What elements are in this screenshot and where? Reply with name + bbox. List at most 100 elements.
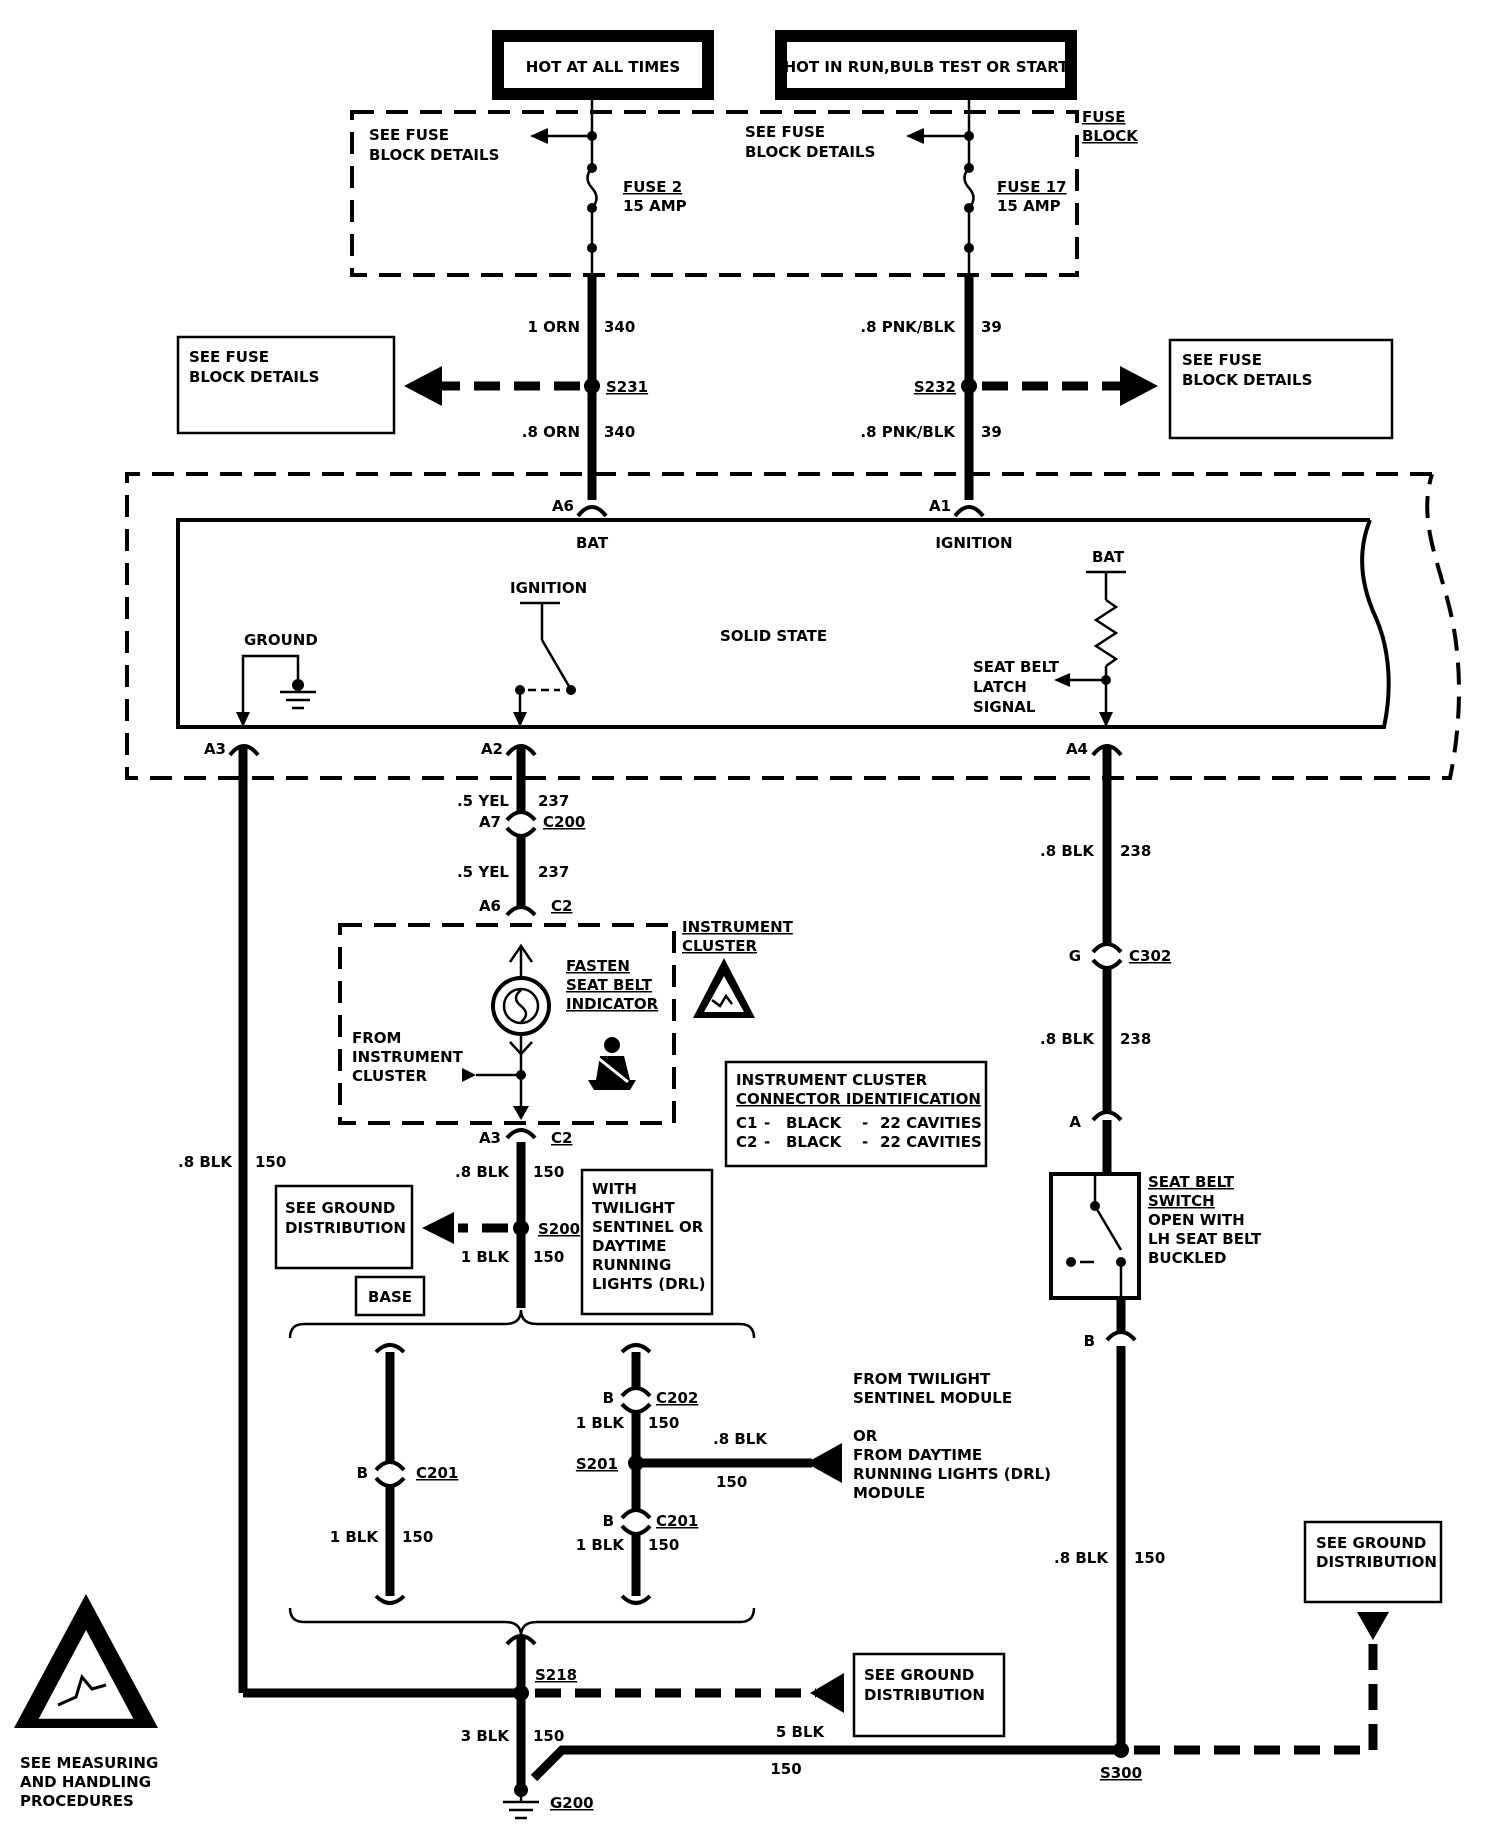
c201a-bot bbox=[374, 1476, 406, 1488]
wire-150-a3-gauge: .8 BLK bbox=[178, 1153, 233, 1171]
fuse-block-see-right-2: BLOCK DETAILS bbox=[745, 143, 875, 161]
wire-150-cluster-upper-circuit: 150 bbox=[533, 1163, 564, 1181]
wire-340-upper-circuit: 340 bbox=[604, 318, 635, 336]
fuse-block-label-2: BLOCK bbox=[1082, 127, 1139, 145]
cluster-indicator-1: FASTEN bbox=[566, 957, 630, 975]
wire-39-upper-circuit: 39 bbox=[981, 318, 1002, 336]
c202-top bbox=[620, 1386, 652, 1398]
cluster-title-2: CLUSTER bbox=[682, 937, 757, 955]
pin-a4: A4 bbox=[1066, 740, 1088, 758]
switch-a-connector bbox=[1091, 1110, 1123, 1122]
module-ignition-label: IGNITION bbox=[935, 534, 1012, 552]
conn-id-title-2: CONNECTOR IDENTIFICATION bbox=[736, 1090, 981, 1108]
splice-s231 bbox=[584, 378, 600, 394]
ground-dist-mid-2: DISTRIBUTION bbox=[864, 1686, 985, 1704]
module-ignition-switch-label: IGNITION bbox=[510, 579, 587, 597]
twilight-4: FROM DAYTIME bbox=[853, 1446, 982, 1464]
twilight-1: FROM TWILIGHT bbox=[853, 1370, 991, 1388]
wire-340-upper-gauge: 1 ORN bbox=[527, 318, 580, 336]
option-drl-box bbox=[580, 1168, 714, 1316]
ground-dist-right-2: DISTRIBUTION bbox=[1316, 1553, 1437, 1571]
conn-id-c2-name: C2 bbox=[736, 1133, 757, 1151]
seat-switch-4: LH SEAT BELT bbox=[1148, 1230, 1262, 1248]
ground-dist-left-2: DISTRIBUTION bbox=[285, 1219, 406, 1237]
pin-a2: A2 bbox=[481, 740, 503, 758]
wire-150-drl-upper-circuit: 150 bbox=[648, 1414, 679, 1432]
wire-150-cluster-upper-gauge: .8 BLK bbox=[455, 1163, 510, 1181]
splice-s232 bbox=[961, 378, 977, 394]
c201b-pin: B bbox=[603, 1512, 614, 1530]
conn-id-title-1: INSTRUMENT CLUSTER bbox=[736, 1071, 928, 1089]
conn-id-c2-color: BLACK bbox=[786, 1133, 843, 1151]
fuse-17 bbox=[906, 100, 975, 275]
splice-s231-label: S231 bbox=[606, 378, 648, 396]
c201b-label: C201 bbox=[656, 1512, 698, 1530]
wire-237-upper-gauge: .5 YEL bbox=[457, 792, 509, 810]
option-with-3: SENTINEL OR bbox=[592, 1218, 704, 1236]
s231-arrow bbox=[404, 366, 442, 406]
module-bat2-label: BAT bbox=[1092, 548, 1125, 566]
wire-150-g200-gauge: 3 BLK bbox=[461, 1727, 511, 1745]
wire-150-base-gauge: 1 BLK bbox=[330, 1528, 380, 1546]
pin-a3: A3 bbox=[204, 740, 226, 758]
splice-s232-label: S232 bbox=[914, 378, 956, 396]
conn-id-c1-cav: 22 CAVITIES bbox=[880, 1114, 982, 1132]
conn-id-c1-name: C1 bbox=[736, 1114, 757, 1132]
connector-a6 bbox=[576, 505, 608, 518]
switch-a-pin: A bbox=[1069, 1113, 1081, 1131]
esd-warning-icon-small bbox=[693, 958, 755, 1018]
module-ignition-switch bbox=[513, 601, 576, 727]
module-latch-3: SIGNAL bbox=[973, 698, 1036, 716]
esd-1: SEE MEASURING bbox=[20, 1754, 158, 1772]
module-latch-2: LATCH bbox=[973, 678, 1027, 696]
twilight-arrow bbox=[806, 1443, 842, 1483]
c202-pin: B bbox=[603, 1389, 614, 1407]
bottom-brace-connector bbox=[505, 1634, 537, 1646]
option-base-label: BASE bbox=[368, 1288, 412, 1306]
cluster-title-1: INSTRUMENT bbox=[682, 918, 794, 936]
connector-a1 bbox=[953, 505, 985, 518]
fuse-block-see-left-2: BLOCK DETAILS bbox=[369, 146, 499, 164]
instrument-cluster-outline bbox=[338, 923, 676, 1125]
s300-arrow bbox=[1357, 1612, 1389, 1640]
see-fuse-box-right-2: BLOCK DETAILS bbox=[1182, 371, 1312, 389]
c201b-bot bbox=[620, 1524, 652, 1536]
conn-id-c1-dash: - bbox=[764, 1114, 770, 1132]
fasten-seat-belt-lamp bbox=[491, 943, 551, 1120]
wire-39-lower-gauge: .8 PNK/BLK bbox=[860, 423, 956, 441]
module-bat-label: BAT bbox=[576, 534, 609, 552]
seat-switch-1: SEAT BELT bbox=[1148, 1173, 1235, 1191]
wire-150-right-circuit: 150 bbox=[1134, 1549, 1165, 1567]
c202-label: C202 bbox=[656, 1389, 698, 1407]
fuse-block-see-right-1: SEE FUSE bbox=[745, 123, 825, 141]
drl-bottom-connector bbox=[620, 1594, 652, 1605]
cluster-from-3: CLUSTER bbox=[352, 1067, 427, 1085]
c201a-label: C201 bbox=[416, 1464, 458, 1482]
splice-s218-label: S218 bbox=[535, 1666, 577, 1684]
wire-twilight-gauge: .8 BLK bbox=[713, 1430, 768, 1448]
splice-s218 bbox=[513, 1685, 529, 1701]
conn-id-c2-dash2: - bbox=[862, 1133, 868, 1151]
wire-238-upper-circuit: 238 bbox=[1120, 842, 1151, 860]
module-latch-1: SEAT BELT bbox=[973, 658, 1060, 676]
conn-id-c2-cav: 22 CAVITIES bbox=[880, 1133, 982, 1151]
wire-237-upper-circuit: 237 bbox=[538, 792, 569, 810]
s232-arrow bbox=[1120, 366, 1158, 406]
splice-s300 bbox=[1113, 1742, 1129, 1758]
fuse-2 bbox=[530, 100, 598, 275]
wire-150-drl-lower-circuit: 150 bbox=[648, 1536, 679, 1554]
seat-switch-3: OPEN WITH bbox=[1148, 1211, 1245, 1229]
wire-150-a3-circuit: 150 bbox=[255, 1153, 286, 1171]
seat-belt-switch bbox=[1066, 1174, 1126, 1298]
wire-39-lower-circuit: 39 bbox=[981, 423, 1002, 441]
esd-2: AND HANDLING bbox=[20, 1773, 151, 1791]
c2-top-pin: A6 bbox=[479, 897, 501, 915]
switch-b-pin: B bbox=[1084, 1332, 1095, 1350]
wire-39-upper-gauge: .8 PNK/BLK bbox=[860, 318, 956, 336]
conn-id-c1-dash2: - bbox=[862, 1114, 868, 1132]
connector-c200-bot bbox=[505, 826, 537, 838]
c302-pin: G bbox=[1069, 947, 1081, 965]
wire-238-lower-circuit: 238 bbox=[1120, 1030, 1151, 1048]
switch-b-connector bbox=[1105, 1330, 1137, 1342]
c202-bot bbox=[620, 1402, 652, 1414]
